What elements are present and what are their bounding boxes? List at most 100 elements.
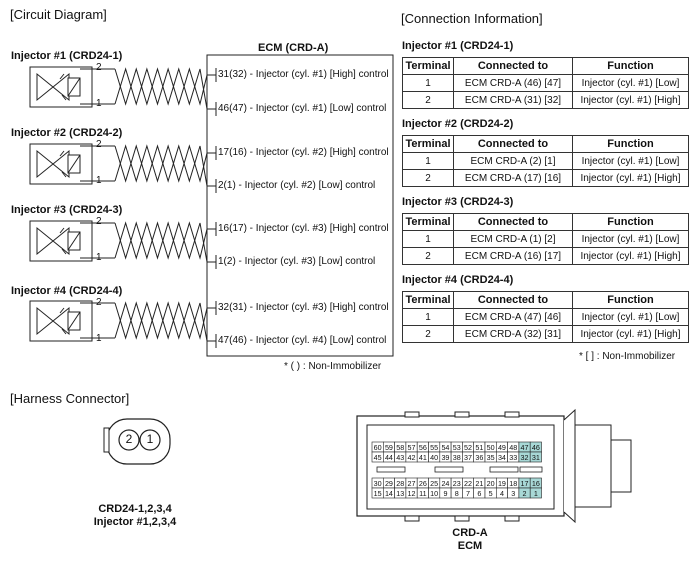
ecm-pin-number: 1 bbox=[534, 489, 538, 498]
header-connected-to: Connected to bbox=[453, 57, 573, 75]
twisted-wire bbox=[114, 221, 208, 263]
ecm-pin-number: 28 bbox=[396, 479, 404, 488]
ecm-pin-number: 11 bbox=[419, 489, 426, 498]
ecm-pin-number: 3 bbox=[511, 489, 515, 498]
ecm-pin-label: 17(16) - Injector (cyl. #2) [High] contr… bbox=[218, 147, 389, 158]
injector-2-terminal-1: 1 bbox=[96, 175, 102, 186]
ecm-pin-number: 4 bbox=[500, 489, 504, 498]
injector-connector-caption-1: CRD24-1,2,3,4 bbox=[98, 503, 172, 515]
ecm-pin-cell bbox=[529, 487, 542, 499]
ecm-pin-number: 9 bbox=[443, 489, 447, 498]
header-connected-to: Connected to bbox=[453, 291, 573, 309]
injector-2-title: Injector #2 (CRD24-2) bbox=[11, 127, 123, 139]
injector-connector-pin-1: 1 bbox=[146, 432, 154, 446]
connection-info-title: [Connection Information] bbox=[401, 11, 543, 26]
injector-3-terminal-2: 2 bbox=[96, 216, 102, 227]
cell: 2 bbox=[402, 169, 454, 187]
ecm-pin-number: 31 bbox=[532, 453, 540, 462]
ecm-pin-number: 54 bbox=[441, 443, 449, 452]
table-1-title: Injector #1 (CRD24-1) bbox=[402, 40, 514, 52]
ecm-pin-number: 33 bbox=[509, 453, 517, 462]
spring-arrows bbox=[59, 307, 67, 335]
header-terminal: Terminal bbox=[402, 135, 454, 153]
header-function: Function bbox=[572, 135, 689, 153]
ecm-pin-number: 18 bbox=[509, 479, 517, 488]
connector-pin-circle bbox=[139, 429, 161, 451]
twisted-wire bbox=[114, 144, 208, 183]
ecm-pin-number: 12 bbox=[408, 489, 416, 498]
injector-4-terminal-2: 2 bbox=[96, 297, 102, 308]
harness-connector-title: [Harness Connector] bbox=[10, 391, 130, 406]
ecm-pin-number: 23 bbox=[453, 479, 461, 488]
ecm-pin-number: 49 bbox=[498, 443, 506, 452]
header-function: Function bbox=[572, 291, 689, 309]
ecm-connector-key bbox=[454, 411, 470, 418]
cell: ECM CRD-A (32) [31] bbox=[453, 325, 573, 343]
header-terminal: Terminal bbox=[402, 213, 454, 231]
ecm-pin-number: 44 bbox=[385, 453, 393, 462]
table-3-title: Injector #3 (CRD24-3) bbox=[402, 196, 514, 208]
twisted-wire bbox=[114, 301, 208, 340]
injector-1-title: Injector #1 (CRD24-1) bbox=[11, 50, 123, 62]
ecm-connector-slot bbox=[489, 466, 519, 473]
injector-3-title: Injector #3 (CRD24-3) bbox=[11, 204, 123, 216]
injector-3-terminal-1: 1 bbox=[96, 252, 102, 263]
coil-slash bbox=[67, 154, 81, 174]
twisted-wire bbox=[114, 67, 208, 110]
injector-frame bbox=[29, 143, 93, 185]
ecm-pin-number: 52 bbox=[464, 443, 472, 452]
injector-1-terminal-2: 2 bbox=[96, 62, 102, 73]
coil-slash bbox=[67, 231, 81, 251]
cell: 1 bbox=[402, 74, 454, 92]
ecm-connector-caption-2: ECM bbox=[457, 540, 483, 552]
ecm-pin-number: 6 bbox=[477, 489, 481, 498]
non-immobilizer-note: * ( ) : Non-Immobilizer bbox=[284, 361, 382, 372]
ecm-connector-key bbox=[404, 411, 420, 418]
ecm-connector-key bbox=[454, 515, 470, 522]
ecm-connector-slot bbox=[376, 466, 406, 473]
ecm-pin-number: 5 bbox=[489, 489, 493, 498]
connector-pin-circle bbox=[118, 429, 140, 451]
connector-latch bbox=[103, 427, 110, 453]
ecm-connector-lock bbox=[563, 408, 576, 524]
valve-icon bbox=[36, 226, 70, 256]
injector-frame bbox=[29, 66, 93, 108]
ecm-pin-number: 7 bbox=[466, 489, 470, 498]
ecm-pin-number: 20 bbox=[487, 479, 495, 488]
header-terminal: Terminal bbox=[402, 57, 454, 75]
injector-1-symbol bbox=[29, 66, 217, 116]
ecm-pin-number: 46 bbox=[532, 443, 540, 452]
ecm-pin-label: 32(31) - Injector (cyl. #3) [High] contr… bbox=[218, 302, 389, 313]
cell: Injector (cyl. #1) [Low] bbox=[572, 74, 689, 92]
ecm-pin-number: 43 bbox=[396, 453, 404, 462]
ecm-connector-slot bbox=[519, 466, 543, 473]
ecm-connector-caption-1: CRD-A bbox=[452, 527, 488, 539]
ecm-pin-number: 36 bbox=[475, 453, 483, 462]
twisted-wire bbox=[114, 67, 208, 106]
cell: Injector (cyl. #1) [High] bbox=[572, 169, 689, 187]
ecm-pin-number: 2 bbox=[523, 489, 527, 498]
ecm-pin-number: 24 bbox=[441, 479, 449, 488]
ecm-pin-number: 48 bbox=[509, 443, 517, 452]
ecm-pin-number: 47 bbox=[521, 443, 529, 452]
cell: 2 bbox=[402, 91, 454, 109]
twisted-wire bbox=[114, 301, 208, 342]
header-connected-to: Connected to bbox=[453, 135, 573, 153]
ecm-pin-label: 46(47) - Injector (cyl. #1) [Low] contro… bbox=[218, 103, 387, 114]
ecm-connector-key bbox=[504, 411, 520, 418]
ecm-pin-number: 56 bbox=[419, 443, 427, 452]
cell: 2 bbox=[402, 325, 454, 343]
injector-1-terminal-1: 1 bbox=[96, 98, 102, 109]
ecm-pin-number: 39 bbox=[441, 453, 449, 462]
ecm-pin-cell bbox=[529, 451, 542, 463]
twisted-wire bbox=[114, 144, 208, 187]
cell: Injector (cyl. #1) [High] bbox=[572, 91, 689, 109]
ecm-pin-number: 40 bbox=[430, 453, 438, 462]
ecm-connector-key bbox=[504, 515, 520, 522]
cell: ECM CRD-A (31) [32] bbox=[453, 91, 573, 109]
ecm-pin-number: 17 bbox=[521, 479, 529, 488]
